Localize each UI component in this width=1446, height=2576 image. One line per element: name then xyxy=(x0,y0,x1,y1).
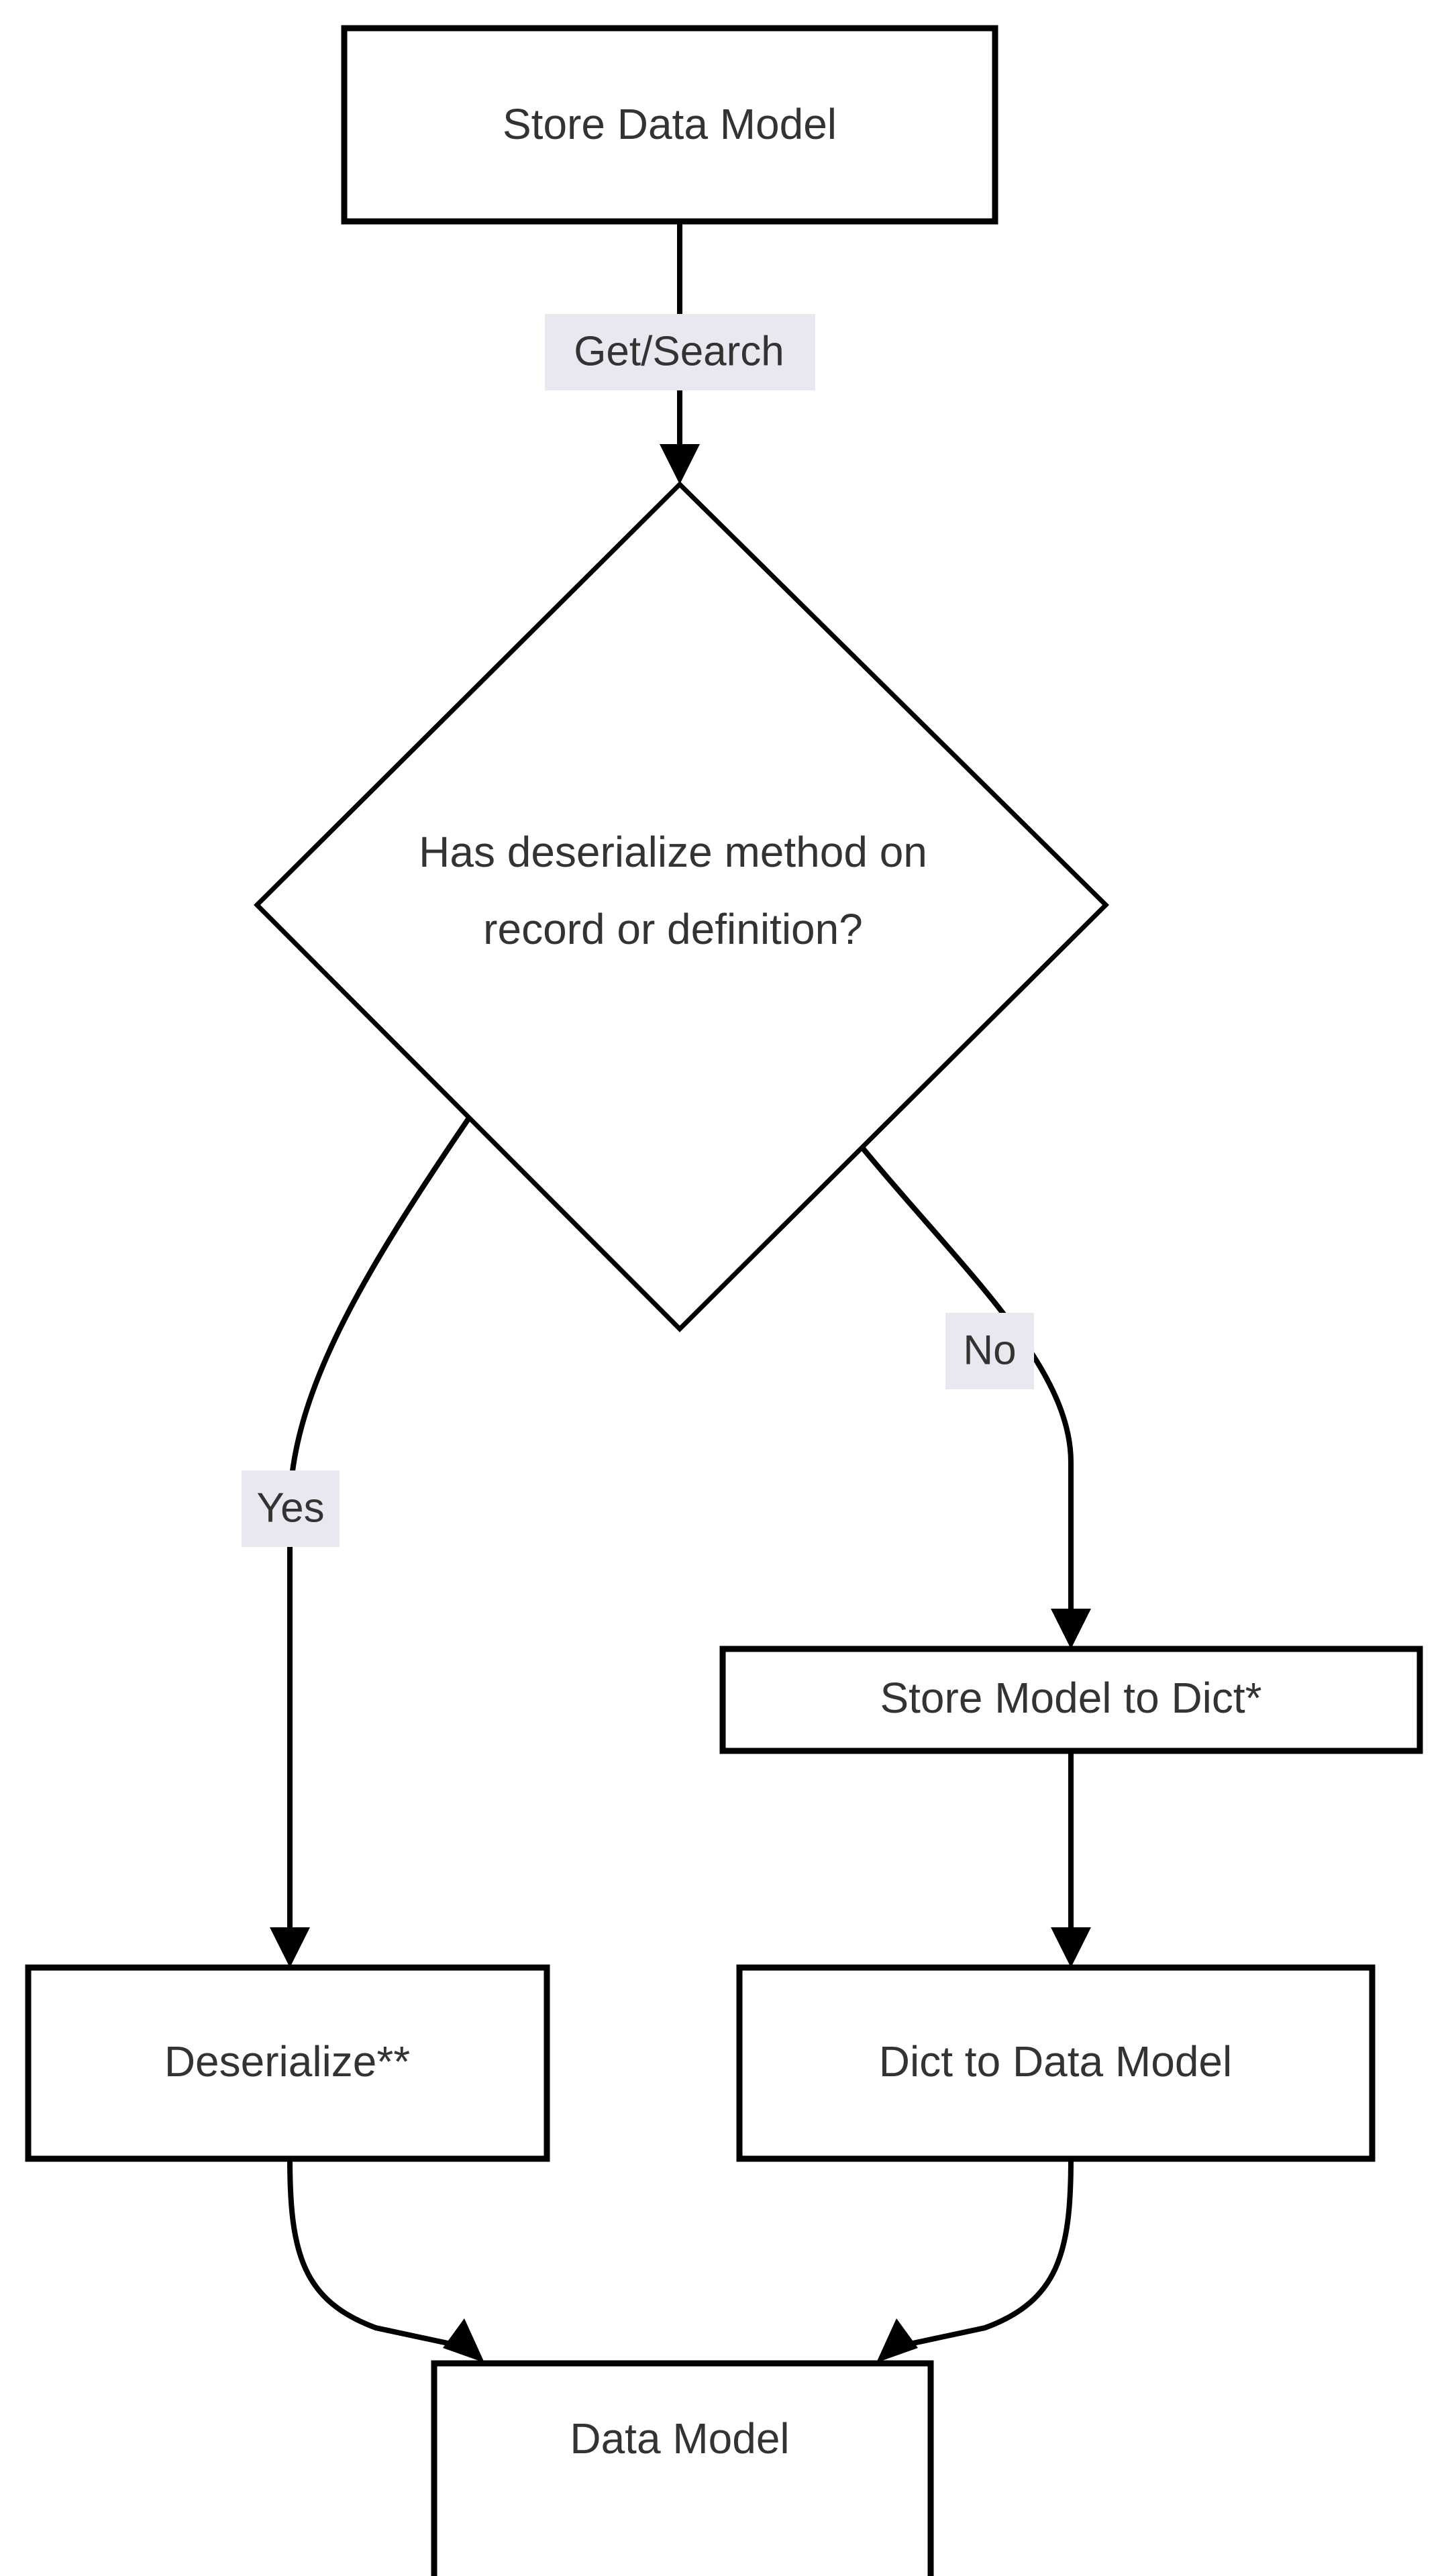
node-store-data-model-shape[interactable] xyxy=(341,25,998,225)
node-store-data-model[interactable]: Store Data Model xyxy=(341,25,998,225)
edge-label-no-text: No xyxy=(963,1327,1016,1373)
node-deserialize-label: Deserialize** xyxy=(164,2037,410,2086)
node-has-deserialize-shape[interactable] xyxy=(254,481,1109,1332)
node-dict-to-data-model-shape[interactable] xyxy=(736,1964,1376,2162)
edge-decision-yes-arrowhead xyxy=(270,1927,310,1968)
node-store-model-to-dict[interactable]: Store Model to Dict* xyxy=(719,1646,1423,1754)
node-dict-to-data-model[interactable]: Dict to Data Model xyxy=(736,1964,1376,2162)
edge-dict-to-convert xyxy=(1051,1751,1091,1968)
edge-label-no-bg xyxy=(945,1313,1034,1389)
node-deserialize[interactable]: Deserialize** xyxy=(25,1964,550,2162)
node-dict-to-data-model-label: Dict to Data Model xyxy=(879,2037,1232,2086)
node-has-deserialize-label-line2: record or definition? xyxy=(483,905,863,953)
edge-deserialize-to-result xyxy=(287,2158,484,2363)
edge-label-get-search-bg xyxy=(545,314,815,390)
node-data-model-shape[interactable] xyxy=(431,2360,934,2576)
edge-deserialize-to-result-line xyxy=(287,2158,470,2351)
node-store-model-to-dict-shape[interactable] xyxy=(719,1646,1423,1754)
node-data-model-label: Data Model xyxy=(570,2414,789,2463)
edge-label-yes-bg xyxy=(242,1470,340,1547)
edge-decision-no-arrowhead xyxy=(1051,1609,1091,1649)
node-has-deserialize[interactable]: Has deserialize method on record or defi… xyxy=(254,481,1109,1332)
node-store-data-model-label: Store Data Model xyxy=(503,100,837,148)
node-data-model[interactable]: Data Model xyxy=(431,2360,934,2576)
edge-convert-to-result xyxy=(876,2158,1074,2363)
node-store-model-to-dict-label: Store Model to Dict* xyxy=(880,1674,1261,1722)
edge-convert-to-result-arrowhead xyxy=(876,2318,918,2363)
edge-deserialize-to-result-arrowhead xyxy=(443,2318,484,2363)
edge-label-yes-text: Yes xyxy=(256,1485,324,1531)
edge-label-get-search-text: Get/Search xyxy=(574,328,784,374)
edge-label-yes: Yes xyxy=(242,1470,340,1547)
node-has-deserialize-label-line1: Has deserialize method on xyxy=(419,828,927,876)
edge-label-no: No xyxy=(945,1313,1034,1389)
edge-convert-to-result-line xyxy=(890,2158,1074,2351)
node-deserialize-shape[interactable] xyxy=(25,1964,550,2162)
edge-label-get-search: Get/Search xyxy=(545,314,815,390)
edge-store-to-decision-arrowhead xyxy=(660,444,700,484)
edge-dict-to-convert-arrowhead xyxy=(1051,1927,1091,1968)
